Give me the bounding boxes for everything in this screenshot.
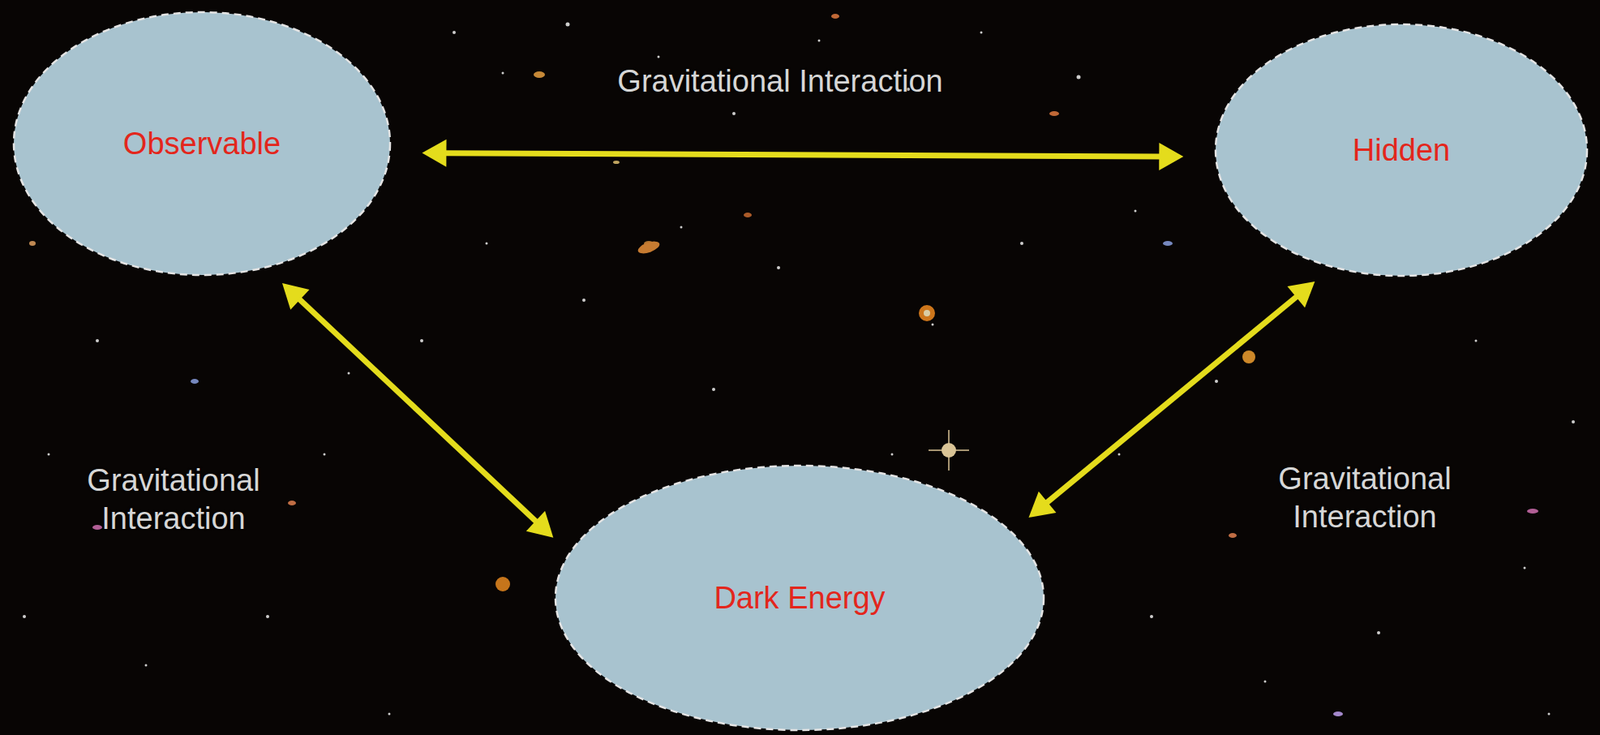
double-arrow <box>421 139 1184 171</box>
ellipse-node: Dark Energy <box>553 463 1046 732</box>
node-text-group: Observable <box>123 126 281 162</box>
edge-label: Gravitational Interaction <box>64 461 284 539</box>
ellipse-node: Hidden <box>1213 22 1589 278</box>
double-arrow <box>282 283 554 538</box>
node-label: Hidden <box>1352 132 1450 168</box>
ellipse-node: Observable <box>12 10 392 277</box>
node-text-group: Dark Energy <box>713 580 885 616</box>
edge-label: Gravitational Interaction <box>617 62 943 102</box>
node-label: Dark Energy <box>713 580 885 616</box>
node-text-group: Hidden <box>1352 132 1450 168</box>
edge-label: Gravitational Interaction <box>1255 459 1475 537</box>
node-label: Observable <box>123 126 281 162</box>
double-arrow <box>1028 281 1315 518</box>
